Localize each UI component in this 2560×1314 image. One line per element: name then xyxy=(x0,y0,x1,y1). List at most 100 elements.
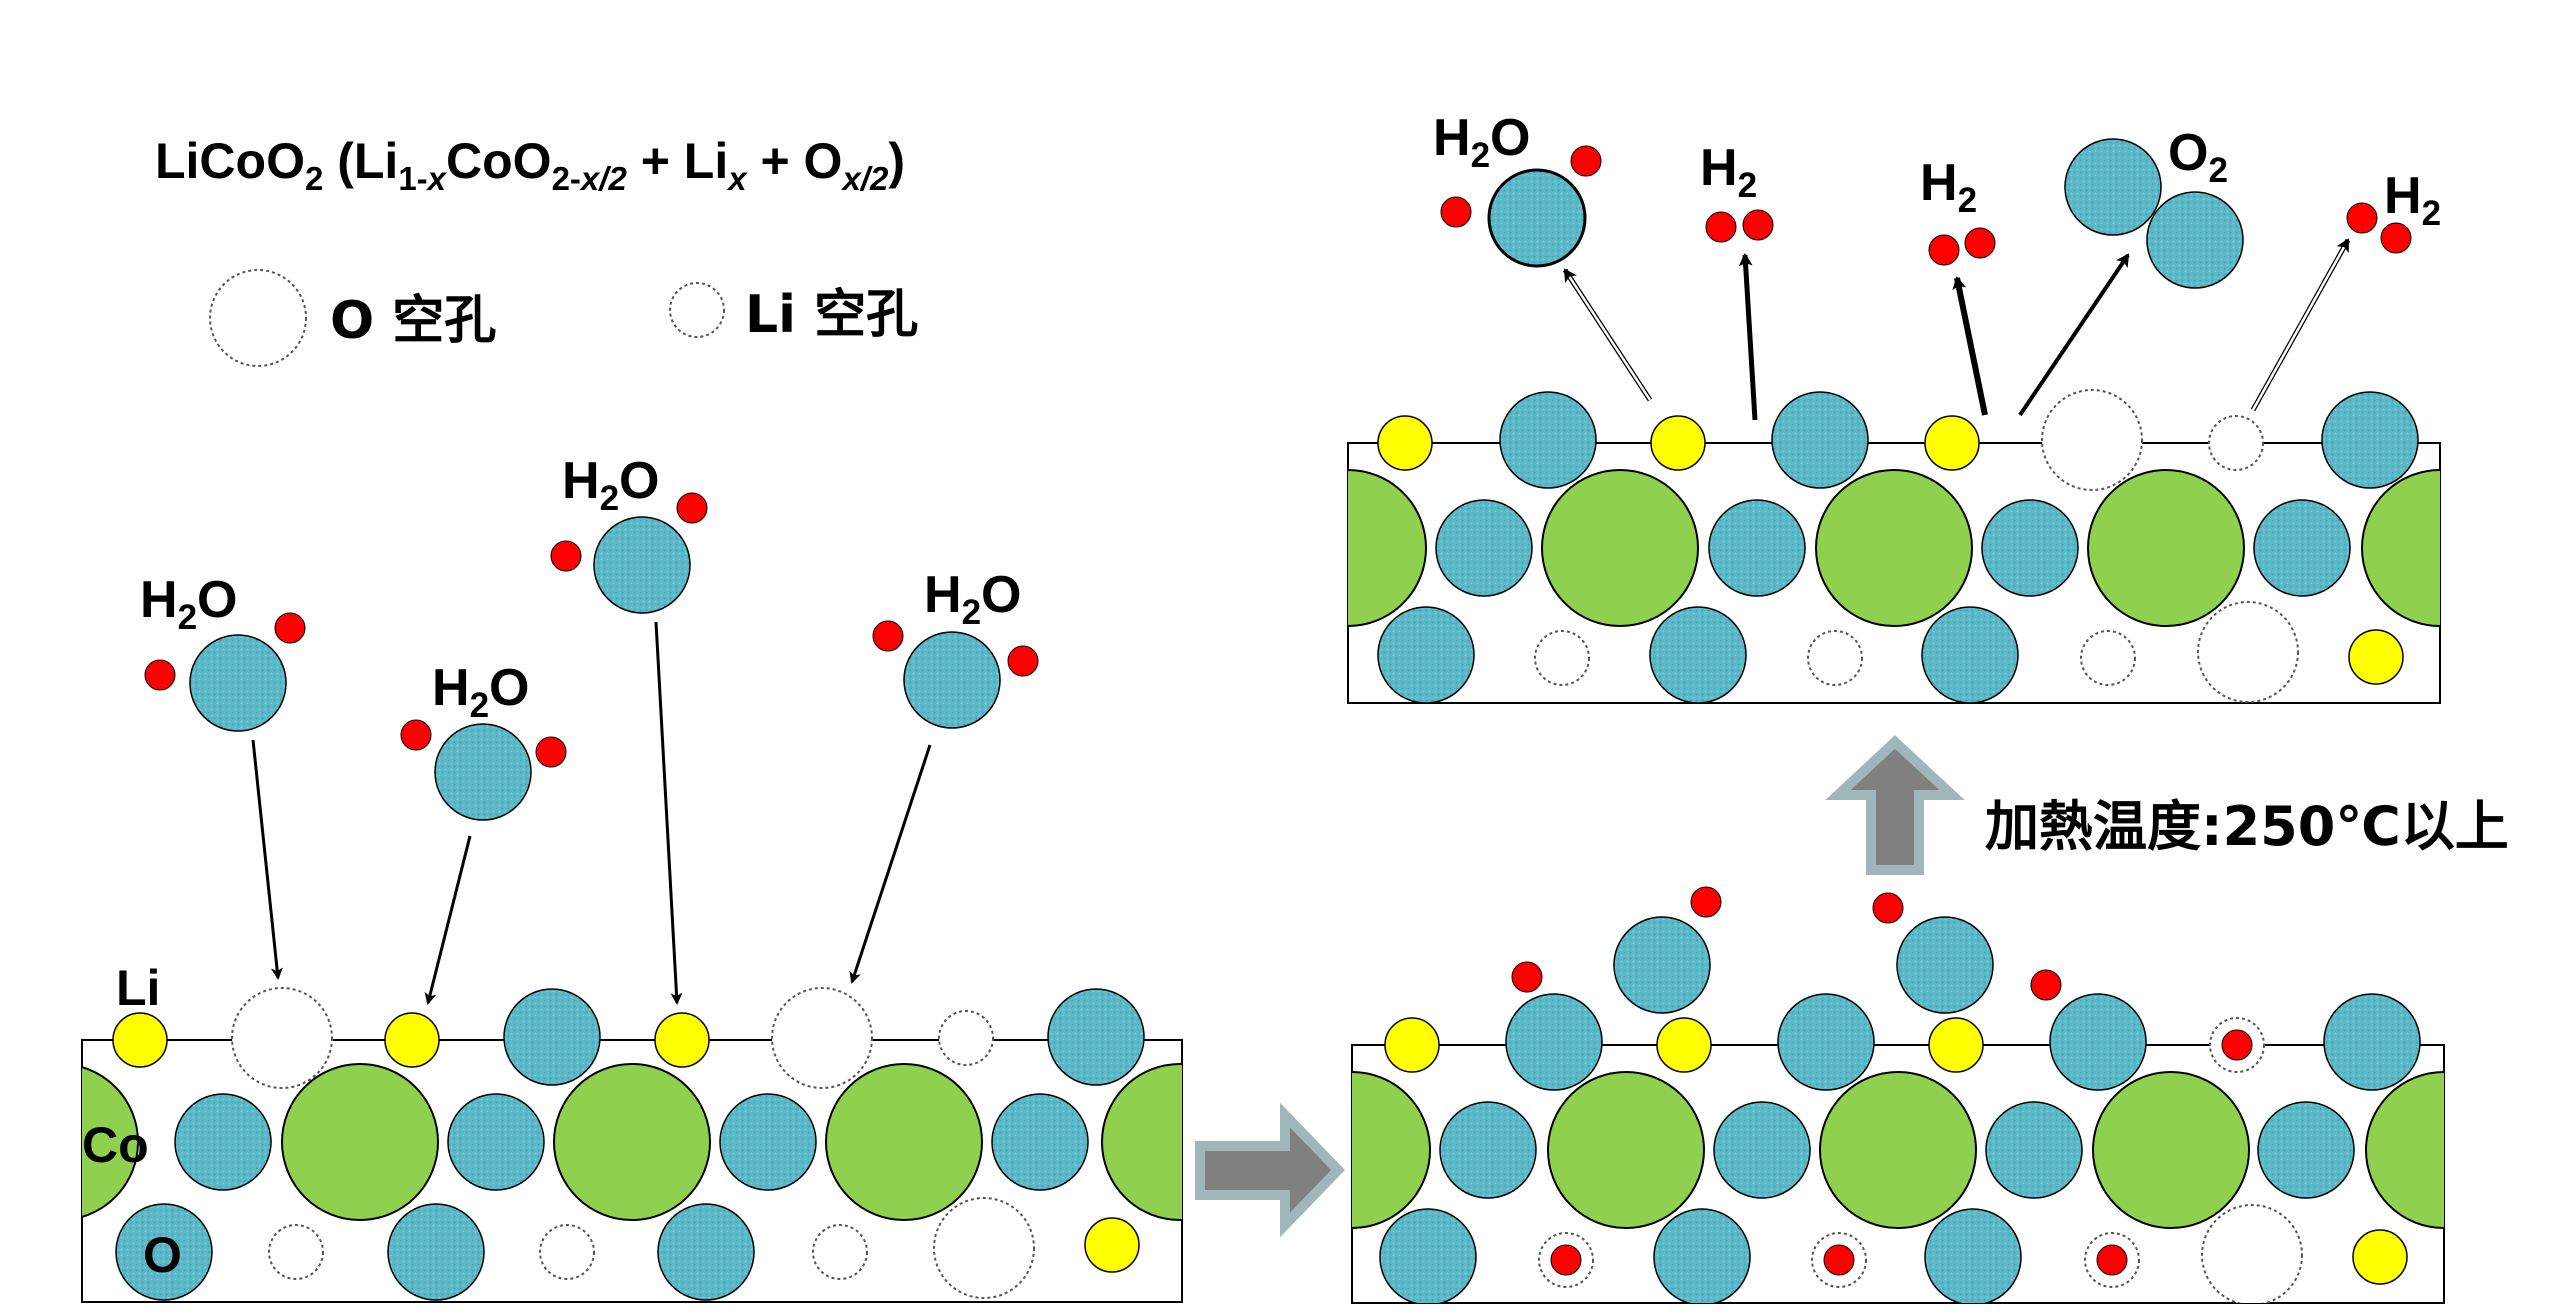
li-vacancy xyxy=(2080,630,2136,686)
crystal-before: Li Co O xyxy=(81,960,1183,1303)
oxygen-atom xyxy=(1613,916,1711,1014)
water-molecule: H2O xyxy=(872,566,1039,729)
oxygen-atom xyxy=(1713,1101,1811,1199)
svg-text:LiCoO2 (Li1-xCoO2-x/2 + Lix +: LiCoO2 (Li1-xCoO2-x/2 + Lix + Ox/2) xyxy=(155,133,905,197)
svg-text:H2O: H2O xyxy=(562,452,659,518)
cobalt-atom xyxy=(825,1063,983,1221)
svg-text:H2: H2 xyxy=(1920,154,1977,220)
svg-text:H2O: H2O xyxy=(1433,109,1530,175)
hydrogen-atom xyxy=(676,492,708,524)
oxygen-atom xyxy=(174,1093,272,1191)
lithium-atom xyxy=(1656,1017,1712,1073)
cobalt-atom xyxy=(1348,469,1427,627)
oxygen-atom xyxy=(1649,606,1747,703)
li-vacancy xyxy=(268,1224,324,1280)
li-vacancy-symbol xyxy=(669,282,725,338)
water-molecule: H2O xyxy=(400,659,567,821)
oxygen-atom xyxy=(1771,391,1869,489)
cobalt-atom xyxy=(2087,469,2245,627)
li-vacancy xyxy=(2208,415,2264,471)
hydrogen-atom xyxy=(1705,211,1737,243)
arrow xyxy=(424,835,472,1005)
oxygen-atom xyxy=(1505,993,1603,1091)
oxygen-atom xyxy=(1435,499,1533,597)
cobalt-atom xyxy=(82,1066,139,1218)
desorption-arrows xyxy=(1562,238,2351,421)
li-label: Li xyxy=(116,960,160,1016)
hydrogen-atom xyxy=(2221,1029,2253,1061)
oxygen-atom xyxy=(1653,1208,1751,1303)
oxygen-atom xyxy=(657,1203,755,1301)
o-vacancy xyxy=(2041,389,2143,491)
hydrogen-atom xyxy=(1511,961,1543,993)
lithium-atom xyxy=(2352,1229,2408,1285)
crystal-adsorbed xyxy=(1351,886,2445,1304)
cobalt-atom xyxy=(281,1063,439,1221)
hydrogen-atom xyxy=(2346,202,2378,234)
incoming-water: H2O H2O H2O H2O xyxy=(140,452,1039,821)
step-arrow-right xyxy=(1195,1102,1345,1238)
water-molecule: H2O xyxy=(140,571,306,732)
cobalt-atom xyxy=(1547,1071,1705,1229)
cobalt-atom xyxy=(2365,1071,2444,1229)
oxygen-atom xyxy=(1499,391,1597,489)
oxygen-atom xyxy=(2323,993,2421,1091)
hydrogen-atom xyxy=(1550,1244,1582,1276)
lithium-atom xyxy=(384,1012,440,1068)
cobalt-atom xyxy=(553,1063,711,1221)
formula: LiCoO2 (Li1-xCoO2-x/2 + Lix + Ox/2) xyxy=(155,133,905,197)
oxygen-atom xyxy=(115,1203,213,1301)
lithium-atom xyxy=(1377,415,1433,471)
hydrogen-atom xyxy=(1690,886,1722,918)
hydrogen-atom xyxy=(1872,892,1904,924)
o-label: O xyxy=(143,1227,182,1283)
lithium-atom xyxy=(1084,1217,1140,1273)
cobalt-atom xyxy=(1541,469,1699,627)
o-vacancy xyxy=(933,1197,1035,1299)
arrow xyxy=(2018,253,2130,417)
oxygen-atom xyxy=(2253,499,2351,597)
hydrogen-atom xyxy=(144,659,176,691)
oxygen-atom xyxy=(2257,1101,2355,1199)
li-vacancy xyxy=(938,1010,994,1066)
arrow xyxy=(1952,276,1988,416)
o-vacancy xyxy=(771,987,873,1089)
o-vacancy-symbol xyxy=(209,269,307,367)
lithium-atom xyxy=(1384,1017,1440,1073)
li-vacancy xyxy=(812,1224,868,1280)
arrow xyxy=(849,744,932,984)
oxygen-atom xyxy=(1981,499,2079,597)
hydrogen-atom xyxy=(2030,969,2062,1001)
cobalt-atom xyxy=(1352,1071,1431,1229)
hydrogen-atom xyxy=(274,612,306,644)
oxygen-atom xyxy=(991,1093,1089,1191)
svg-text:H2O: H2O xyxy=(924,566,1021,632)
hydrogen-molecule: H2 xyxy=(1920,154,1996,266)
water-molecule: H2O xyxy=(550,452,708,614)
lithium-atom xyxy=(1924,415,1980,471)
oxygen-atom xyxy=(1896,916,1994,1014)
crystal-after-heating xyxy=(1347,389,2441,704)
cobalt-atom xyxy=(1819,1071,1977,1229)
oxygen-atom xyxy=(1439,1101,1537,1199)
hydrogen-atom xyxy=(1007,645,1039,677)
arrow xyxy=(1738,253,1758,421)
cobalt-atom xyxy=(2092,1071,2250,1229)
hydrogen-atom xyxy=(2380,222,2412,254)
water-molecule: H2O xyxy=(1433,109,1602,268)
hydrogen-molecule: H2 xyxy=(1700,139,1774,243)
heating-condition: 加熱温度:250℃以上 xyxy=(1985,795,2509,858)
cobalt-atom xyxy=(1815,469,1973,627)
oxygen-atom xyxy=(387,1203,485,1301)
svg-text:H2: H2 xyxy=(2384,167,2441,233)
svg-text:H2: H2 xyxy=(1700,139,1757,205)
oxygen-atom xyxy=(1047,988,1145,1086)
hydrogen-atom xyxy=(535,736,567,768)
step-arrow-up xyxy=(1825,735,1965,875)
hydrogen-atom xyxy=(550,540,582,572)
hydrogen-atom xyxy=(1570,145,1602,177)
lithium-atom xyxy=(1650,415,1706,471)
legend: O 空孔 Li 空孔 xyxy=(209,269,918,367)
oxygen-atom xyxy=(447,1093,545,1191)
li-vacancy xyxy=(539,1224,595,1280)
